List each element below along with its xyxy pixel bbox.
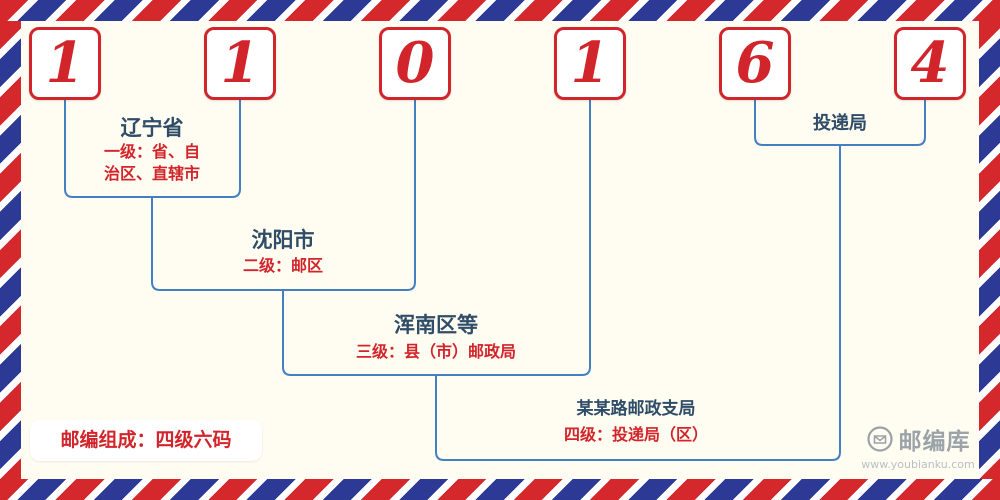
brand-url: www.youbianku.com	[861, 458, 975, 471]
brand-name: 邮编库	[898, 429, 971, 455]
digit-box-6: 4	[894, 27, 966, 100]
digit-box-4: 1	[554, 27, 626, 100]
envelope-circle-icon	[866, 426, 893, 452]
airmail-border-left	[0, 21, 21, 479]
level1-desc-line2: 治区、直辖市	[103, 164, 200, 183]
digit-3: 0	[395, 30, 435, 96]
brand-row: 邮编库	[856, 422, 980, 456]
digit-box-3: 0	[379, 27, 451, 100]
digit-6: 4	[910, 30, 950, 96]
digit-box-5: 6	[719, 27, 791, 100]
level1-desc-line1: 一级：省、自	[103, 142, 200, 161]
level3-name: 浑南区等	[394, 313, 478, 337]
airmail-border-bottom	[0, 479, 1000, 500]
brand-watermark: 邮编库 www.youbianku.com	[856, 422, 980, 471]
delivery-office-name: 投递局	[813, 113, 867, 134]
level4-desc: 四级：投递局（区）	[563, 425, 708, 444]
level2-desc: 二级：邮区	[242, 256, 323, 275]
digit-5: 6	[735, 30, 775, 96]
composition-badge: 邮编组成：四级六码	[30, 420, 262, 461]
level3-desc: 三级：县（市）邮政局	[355, 342, 516, 361]
level4-name: 某某路邮政支局	[576, 399, 696, 419]
digit-box-2: 1	[204, 27, 276, 100]
digit-box-1: 1	[29, 27, 101, 100]
level2-name: 沈阳市	[251, 228, 315, 252]
digit-2: 1	[220, 30, 260, 96]
level1-desc: 一级：省、自 治区、直辖市	[77, 141, 227, 185]
level1-name: 辽宁省	[120, 116, 184, 140]
digit-4: 1	[570, 30, 610, 96]
airmail-border-top	[0, 0, 1000, 21]
digit-1: 1	[45, 30, 85, 96]
airmail-border-right	[979, 21, 1000, 479]
